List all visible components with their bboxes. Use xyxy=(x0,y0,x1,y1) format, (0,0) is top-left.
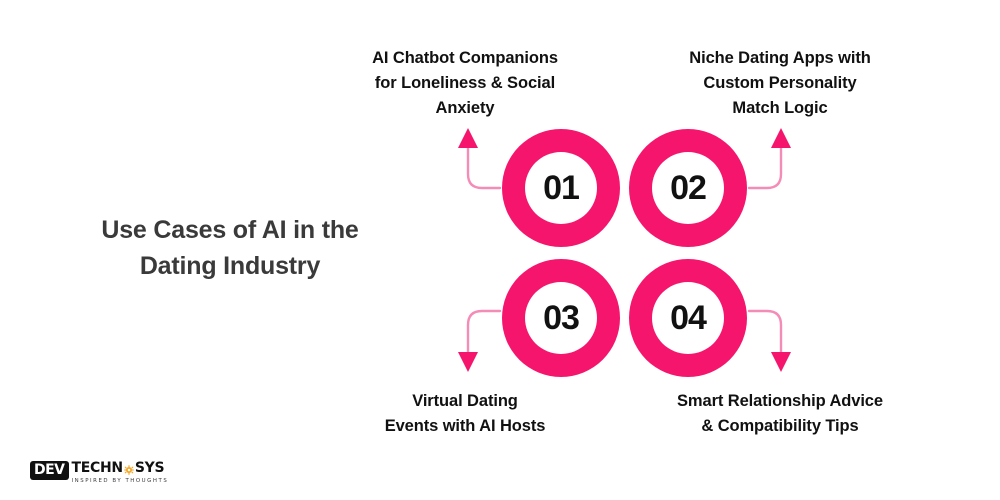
connector-04 xyxy=(747,309,791,372)
step-circle-01[interactable]: 01 xyxy=(502,129,620,247)
arrowhead-down-icon xyxy=(771,352,791,372)
arrowhead-up-icon xyxy=(458,128,478,148)
brand-logo[interactable]: DEV TECHN xyxy=(30,461,168,485)
gear-icon xyxy=(124,464,134,475)
step-circle-02[interactable]: 02 xyxy=(629,129,747,247)
step-label-02-line-1: Niche Dating Apps with xyxy=(689,49,871,67)
arrowhead-up-icon xyxy=(771,128,791,148)
step-circle-03[interactable]: 03 xyxy=(502,259,620,377)
step-number-04: 04 xyxy=(670,299,707,337)
step-label-04: Smart Relationship Advice & Compatibilit… xyxy=(650,389,910,439)
step-label-01: AI Chatbot Companions for Loneliness & S… xyxy=(340,46,590,121)
step-circle-04-inner: 04 xyxy=(652,282,724,354)
logo-dev-badge: DEV xyxy=(30,461,69,480)
step-circle-04[interactable]: 04 xyxy=(629,259,747,377)
connector-02 xyxy=(747,128,791,190)
page-title: Use Cases of AI in the Dating Industry xyxy=(60,212,400,284)
logo-word-prefix: TECHN xyxy=(71,460,124,476)
arrowhead-down-icon xyxy=(458,352,478,372)
step-label-02-line-2: Custom Personality xyxy=(703,74,857,92)
logo-wordmark-group: TECHN xyxy=(72,461,169,485)
step-number-01: 01 xyxy=(543,169,580,207)
step-label-02-line-3: Match Logic xyxy=(732,99,828,117)
logo-word-suffix: SYS xyxy=(134,460,165,476)
step-circle-03-inner: 03 xyxy=(525,282,597,354)
step-circle-02-inner: 02 xyxy=(652,152,724,224)
step-label-03: Virtual Dating Events with AI Hosts xyxy=(340,389,590,439)
step-label-01-line-1: AI Chatbot Companions xyxy=(372,49,558,67)
step-label-04-line-2: & Compatibility Tips xyxy=(701,417,859,435)
step-label-04-line-1: Smart Relationship Advice xyxy=(677,392,883,410)
step-number-03: 03 xyxy=(543,299,580,337)
page-title-line-2: Dating Industry xyxy=(139,252,321,280)
step-label-01-line-2: for Loneliness & Social xyxy=(374,74,556,92)
step-circle-01-inner: 01 xyxy=(525,152,597,224)
step-number-02: 02 xyxy=(670,169,707,207)
logo-dev-text: DEV xyxy=(34,462,65,478)
step-label-03-line-2: Events with AI Hosts xyxy=(384,417,546,435)
connector-01 xyxy=(458,128,502,190)
step-label-02: Niche Dating Apps with Custom Personalit… xyxy=(655,46,905,121)
connector-03 xyxy=(458,309,502,372)
step-label-03-line-1: Virtual Dating xyxy=(412,392,518,410)
page-title-line-1: Use Cases of AI in the xyxy=(101,216,359,244)
logo-wordmark: TECHN xyxy=(72,461,165,476)
step-label-01-line-3: Anxiety xyxy=(435,99,495,117)
logo-tagline: INSPIRED BY THOUGHTS xyxy=(71,478,169,484)
